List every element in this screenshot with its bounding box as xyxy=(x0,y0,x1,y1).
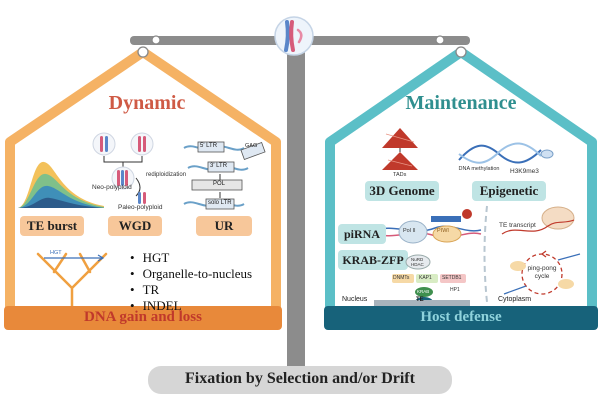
ping-pong-label: ping-pong cycle xyxy=(527,265,557,280)
te-burst-tag: TE burst xyxy=(20,216,84,236)
ur-tag: UR xyxy=(196,216,252,236)
bottom-base xyxy=(148,366,452,394)
pirna-tag: piRNA xyxy=(338,224,386,244)
dna-methylation-label: DNA methylation xyxy=(458,166,500,172)
te-label-top: TE xyxy=(440,212,448,218)
setdb1-label: SETDB1 xyxy=(442,275,462,281)
mechanism-item: TR xyxy=(130,282,252,298)
pol-label: POL xyxy=(213,181,226,187)
wgd-tag: WGD xyxy=(108,216,162,236)
tads-illustration xyxy=(382,128,418,170)
wgd-illustration xyxy=(92,132,154,204)
krab-label: KRAB xyxy=(417,289,430,294)
pol2-label: Pol II xyxy=(403,228,416,234)
nurd-label: NuRD xyxy=(411,257,424,262)
chromosome-icon xyxy=(274,16,314,56)
maintenance-title: Maintenance xyxy=(405,92,517,114)
te-burst-illustration xyxy=(18,161,104,208)
left-frame-hinge xyxy=(137,46,149,58)
epigenetic-tag: Epigenetic xyxy=(472,181,546,201)
te-transcript-label: TE transcript xyxy=(499,222,536,229)
beam-bolt-right xyxy=(435,35,445,45)
dnmts-label: DNMTs xyxy=(393,275,410,281)
hdac-label: HDAC xyxy=(411,262,424,267)
host-defense-label: Host defense xyxy=(420,309,502,325)
krab-zfp-tag: KRAB-ZFP xyxy=(338,250,408,270)
dna-methylation-illustration xyxy=(458,142,554,164)
hp1-label: HP1 xyxy=(450,287,460,293)
te-transcript-illustration xyxy=(501,206,575,235)
central-pole xyxy=(287,44,305,370)
tree-hgt-label: HGT xyxy=(50,250,62,256)
neo-polyploid-label: Neo-polyploid xyxy=(92,184,132,191)
hgt-tree xyxy=(36,252,108,306)
solo-ltr-label: solo LTR xyxy=(208,200,232,206)
te-label: TE xyxy=(416,297,424,303)
ltr3-label: 3' LTR xyxy=(210,163,228,169)
mechanism-item: HGT xyxy=(130,250,252,266)
ltr5-label: 5' LTR xyxy=(200,143,218,149)
pirna-illustration xyxy=(374,209,482,244)
cytoplasm-label: Cytoplasm xyxy=(498,296,532,303)
ping-pong-illustration xyxy=(503,250,581,295)
dynamic-title: Dynamic xyxy=(108,92,186,114)
mechanism-list: HGT Organelle-to-nucleus TR INDEL xyxy=(130,250,253,314)
ur-illustration xyxy=(183,141,266,210)
mechanism-item: Organelle-to-nucleus xyxy=(130,266,253,282)
tads-label: TADs xyxy=(393,172,407,178)
h3k9me3-label: H3K9me3 xyxy=(510,168,539,175)
right-frame-hinge xyxy=(455,46,467,58)
beam-bolt-left xyxy=(151,35,161,45)
kap1-label: KAP1 xyxy=(419,275,432,281)
right-bottom-bar xyxy=(324,306,598,330)
bottom-caption: Fixation by Selection and/or Drift xyxy=(185,370,415,387)
rediploidization-label: rediploidization xyxy=(146,172,187,178)
genome3d-tag: 3D Genome xyxy=(365,181,439,201)
gag-label: GAG xyxy=(245,143,258,149)
nucleus-label: Nucleus xyxy=(342,296,368,303)
mechanism-item: INDEL xyxy=(130,298,252,314)
te-bar xyxy=(374,300,470,306)
piwi-label: PIWI xyxy=(437,228,449,234)
paleo-polyploid-label: Paleo-polyploid xyxy=(118,204,163,211)
dna-gain-loss-label: DNA gain and loss xyxy=(84,309,202,325)
